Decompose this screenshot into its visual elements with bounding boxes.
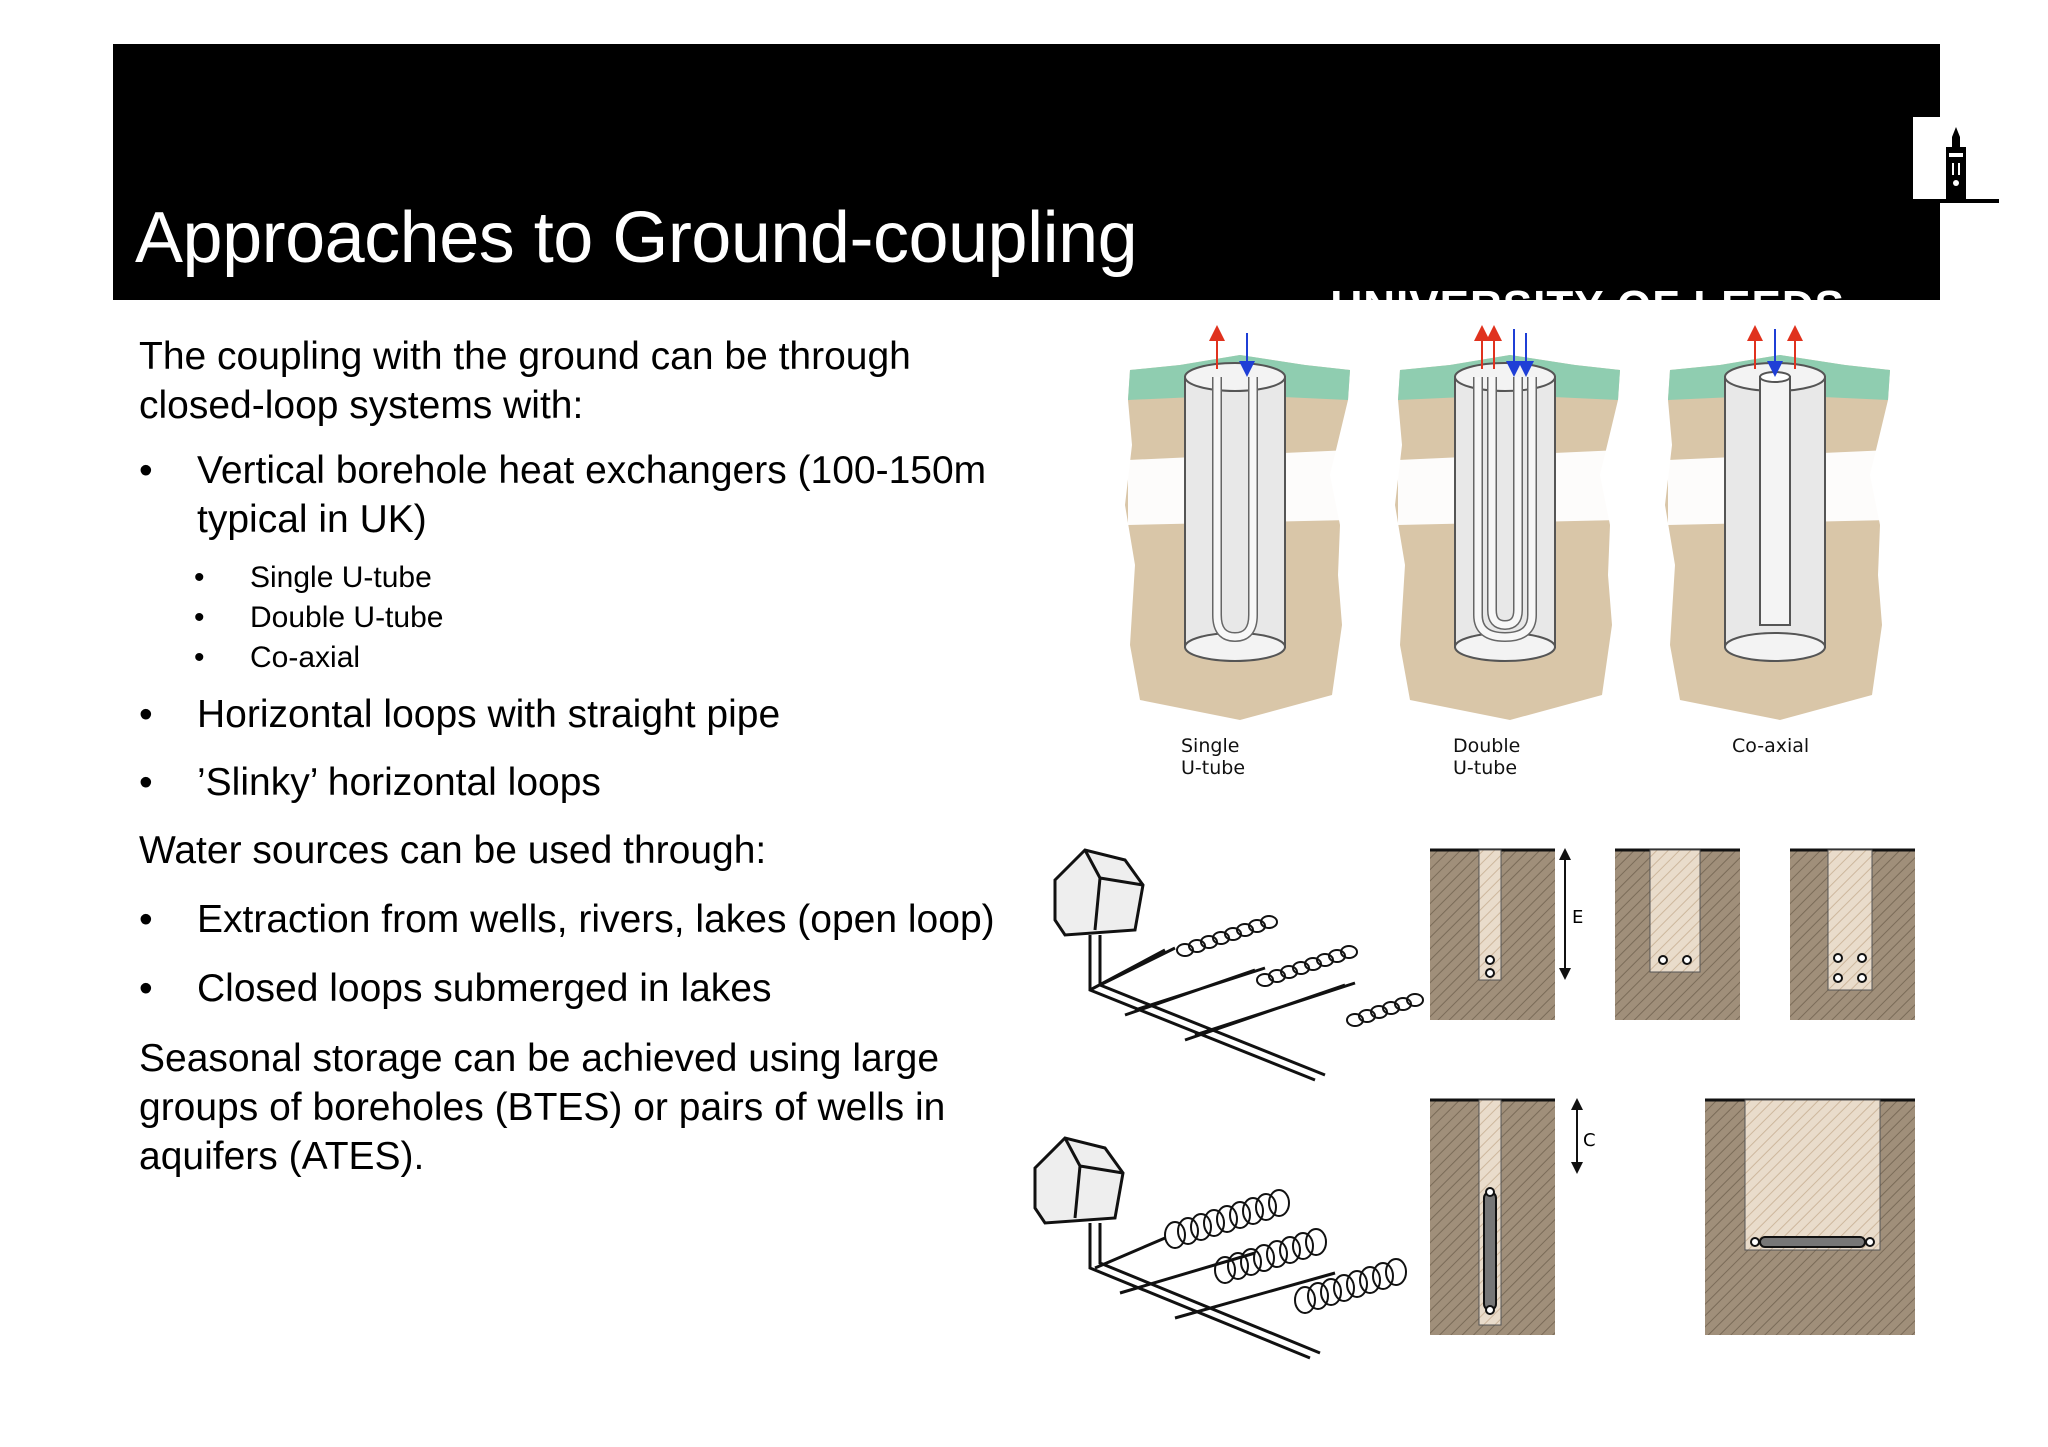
single-u-tube-diagram: [1125, 325, 1350, 720]
slide-body: The coupling with the ground can be thro…: [139, 332, 1009, 1181]
university-logo: UNIVERSITY OF LEEDS: [1331, 117, 1999, 331]
horizontal-loops-figure: [1033, 848, 1424, 1360]
university-name: UNIVERSITY OF LEEDS: [1330, 282, 1845, 331]
bullet-open-loop: •Extraction from wells, rivers, lakes (o…: [139, 898, 995, 941]
seasonal-storage-text: Seasonal storage can be achieved using l…: [139, 1037, 946, 1178]
trench-vertical-slinky: [1430, 1098, 1555, 1335]
slide-header: Approaches to Ground-coupling UNIVERSITY…: [113, 44, 1999, 331]
borehole-heat-exchangers-figure: [1125, 325, 1890, 720]
sub-bullet-double-u-tube: •Double U-tube: [194, 601, 444, 634]
caption-co-axial: Co-axial: [1732, 735, 1810, 757]
trench-two-pipes: [1615, 848, 1740, 1020]
sub-bullet-single-u-tube: •Single U-tube: [194, 561, 432, 594]
straight-coils: [1176, 915, 1424, 1027]
sub-bullet-co-axial: •Co-axial: [194, 641, 361, 674]
bullet-vertical-boreholes: •Vertical borehole heat exchangers (100-…: [139, 449, 987, 541]
tower-logo-icon: [1913, 117, 1999, 203]
bullet-horizontal-straight: •Horizontal loops with straight pipe: [139, 693, 781, 736]
bullet-submerged-loops: •Closed loops submerged in lakes: [139, 967, 772, 1010]
slinky-coils: [1164, 1189, 1407, 1314]
water-intro-text: Water sources can be used through:: [139, 829, 767, 872]
co-axial-diagram: [1665, 325, 1890, 720]
trench-single-pipe: [1430, 848, 1555, 1020]
trench-sections-figure: E C: [1430, 848, 1915, 1335]
trench-depth-label-c: C: [1583, 1130, 1596, 1151]
bullet-slinky-loops: •’Slinky’ horizontal loops: [139, 761, 601, 804]
intro-text: The coupling with the ground can be thro…: [139, 335, 911, 427]
slide-title: Approaches to Ground-coupling: [135, 198, 1138, 278]
trench-horizontal-slinky: [1705, 1098, 1915, 1335]
trench-four-pipes: [1790, 848, 1915, 1020]
trench-depth-label-e: E: [1572, 907, 1583, 928]
double-u-tube-diagram: [1395, 325, 1620, 720]
